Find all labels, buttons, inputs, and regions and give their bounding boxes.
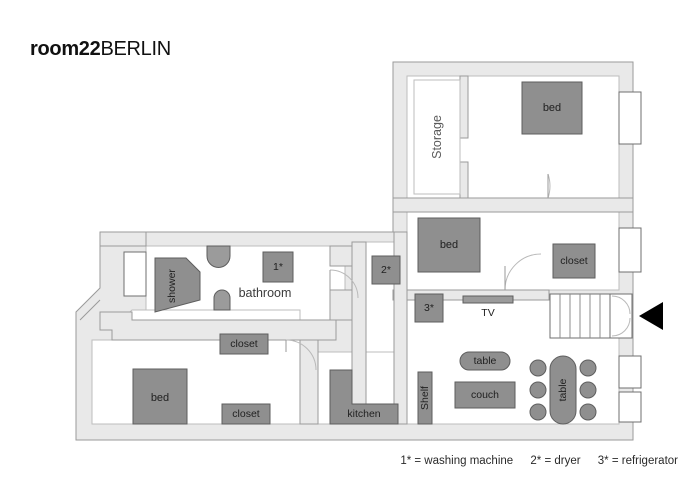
shelf (417, 371, 433, 425)
shower-label: shower (166, 269, 178, 303)
coffee-table (459, 351, 511, 371)
wall-top-middle (392, 197, 634, 213)
wall-bath-bedroom (99, 311, 337, 341)
window-top-right (618, 91, 642, 145)
sink-icon (206, 245, 231, 268)
wall-bathroom-right-lower (329, 289, 353, 321)
tv-label: TV (481, 307, 494, 319)
entrance-door (609, 293, 633, 339)
wall-bath-top-jog (99, 231, 147, 247)
toilet-icon (213, 289, 231, 311)
dining-chair-right-2 (579, 381, 597, 399)
window-bay-angled (79, 299, 101, 321)
appliances: 1* 2* 3* (262, 251, 444, 323)
window-middle-right (618, 227, 642, 273)
bed-top-label: bed (543, 102, 561, 114)
dining-chair-right-1 (579, 359, 597, 377)
storage-room: Storage (413, 79, 461, 195)
dining-table-label: table (557, 378, 569, 401)
closet-upper-left-label: closet (230, 338, 258, 350)
entrance-door-arc-upper (611, 295, 631, 315)
shelf-label: Shelf (419, 386, 431, 410)
window-bathroom-left (123, 251, 147, 297)
legend-item-washing-machine: 1* = washing machine (400, 455, 514, 467)
kitchen-label: kitchen (347, 408, 380, 420)
kitchen-furniture: kitchen (329, 369, 399, 425)
bed-bottom-label: bed (151, 392, 169, 404)
entrance-door-frame (609, 293, 633, 339)
closet-upper-left (219, 333, 269, 355)
shower (154, 257, 201, 313)
door-arc-bedroom-bottom (285, 339, 317, 371)
kitchen-counter (329, 369, 399, 425)
tv-unit: TV (462, 295, 514, 319)
dining-set: table (529, 355, 597, 425)
shelf-unit: Shelf (417, 371, 433, 425)
bed-middle-label: bed (440, 239, 458, 251)
bed-top (521, 81, 583, 135)
dining-table (549, 355, 577, 425)
bed-bottom (132, 368, 188, 425)
interior-walls (99, 75, 634, 425)
refrigerator-label: 3* (424, 302, 434, 314)
closet-lower-left-label: closet (232, 408, 260, 420)
tv-stand (462, 295, 514, 304)
stairs-icon (549, 293, 611, 339)
dining-chair-left-3 (529, 403, 547, 421)
closet-right (552, 243, 596, 279)
couch-label: couch (471, 389, 499, 401)
bathroom-fixtures: shower bathroom (154, 245, 359, 313)
wall-storage-right-lower (459, 161, 469, 199)
legend: 1* = washing machine 2* = dryer 3* = ref… (400, 455, 678, 467)
wall-storage-right (459, 75, 469, 139)
storage-label: Storage (430, 115, 444, 159)
closet-right-label: closet (560, 255, 588, 267)
bedroom-bottom-furniture: bed closet closet (132, 333, 317, 425)
living-furniture: table couch (454, 351, 516, 409)
window-dining-lower (618, 391, 642, 423)
door-arc-bedroom-middle (504, 253, 542, 291)
wall-kitchen-left (299, 339, 319, 425)
logo-brand-bold: room22 (30, 38, 101, 60)
wall-bathroom-right (329, 245, 353, 267)
legend-item-dryer: 2* = dryer (530, 455, 581, 467)
coffee-table-label: table (474, 355, 497, 367)
entrance-door-arc-lower (611, 317, 631, 337)
couch (454, 381, 516, 409)
entrance-arrow-marker (639, 302, 663, 330)
storage-interior (413, 79, 461, 195)
door-arc-bathroom (329, 269, 359, 299)
windows (79, 91, 642, 423)
window-dining-upper (618, 355, 642, 389)
refrigerator (414, 293, 444, 323)
dryer-label: 2* (381, 264, 391, 276)
washing-machine-label: 1* (273, 261, 283, 273)
dining-chair-right-3 (579, 403, 597, 421)
bedroom-top-furniture: bed (521, 81, 583, 199)
bedroom-middle-furniture: bed closet (417, 217, 596, 291)
wall-corridor-left (351, 241, 367, 425)
logo-brand-light: BERLIN (100, 38, 171, 60)
entrance-arrow-icon (639, 302, 663, 330)
dryer (371, 255, 401, 285)
legend-item-refrigerator: 3* = refrigerator (597, 455, 678, 467)
logo: room22BERLIN (30, 38, 171, 61)
closet-lower-left (221, 403, 271, 425)
dining-chair-left-1 (529, 359, 547, 377)
bed-middle (417, 217, 481, 273)
washing-machine (262, 251, 294, 283)
bathroom-label: bathroom (239, 286, 292, 300)
dining-chair-left-2 (529, 381, 547, 399)
stair-treads (559, 294, 601, 338)
